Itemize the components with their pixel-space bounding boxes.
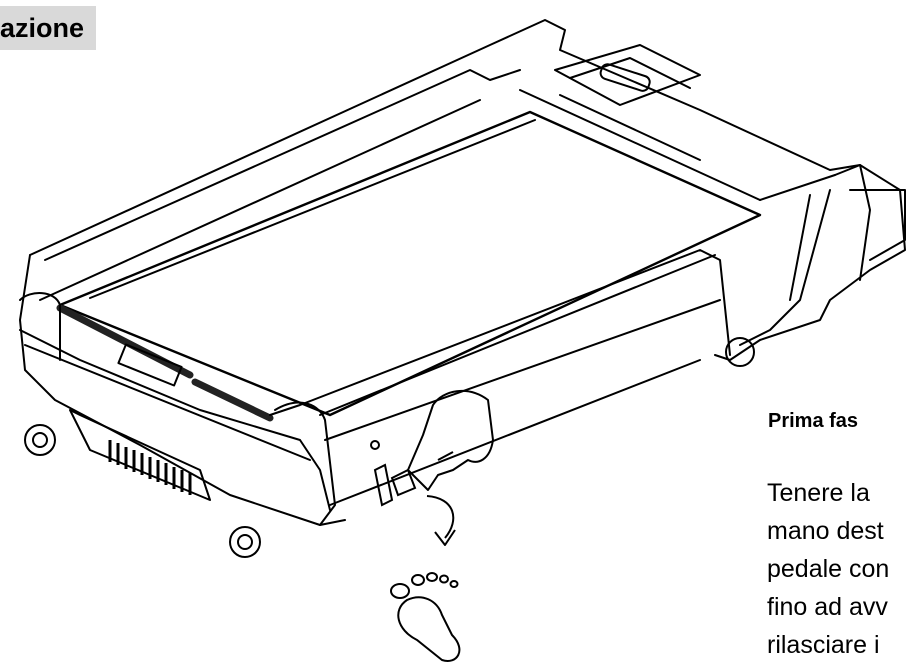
foot-icon xyxy=(390,572,461,662)
step-instructions: Tenere la mano dest pedale con fino ad a… xyxy=(767,474,924,664)
hand-icon xyxy=(407,389,494,491)
instruction-line: mano dest xyxy=(767,517,884,545)
curved-arrow-icon xyxy=(426,495,456,546)
step-heading: Prima fas xyxy=(768,410,859,432)
section-title: azione xyxy=(0,6,97,50)
instruction-line: rilasciare i xyxy=(767,631,880,659)
instruction-line: fino ad avv xyxy=(767,593,888,621)
instruction-line: Tenere la xyxy=(767,479,870,507)
instruction-line: pedale con xyxy=(767,555,890,583)
